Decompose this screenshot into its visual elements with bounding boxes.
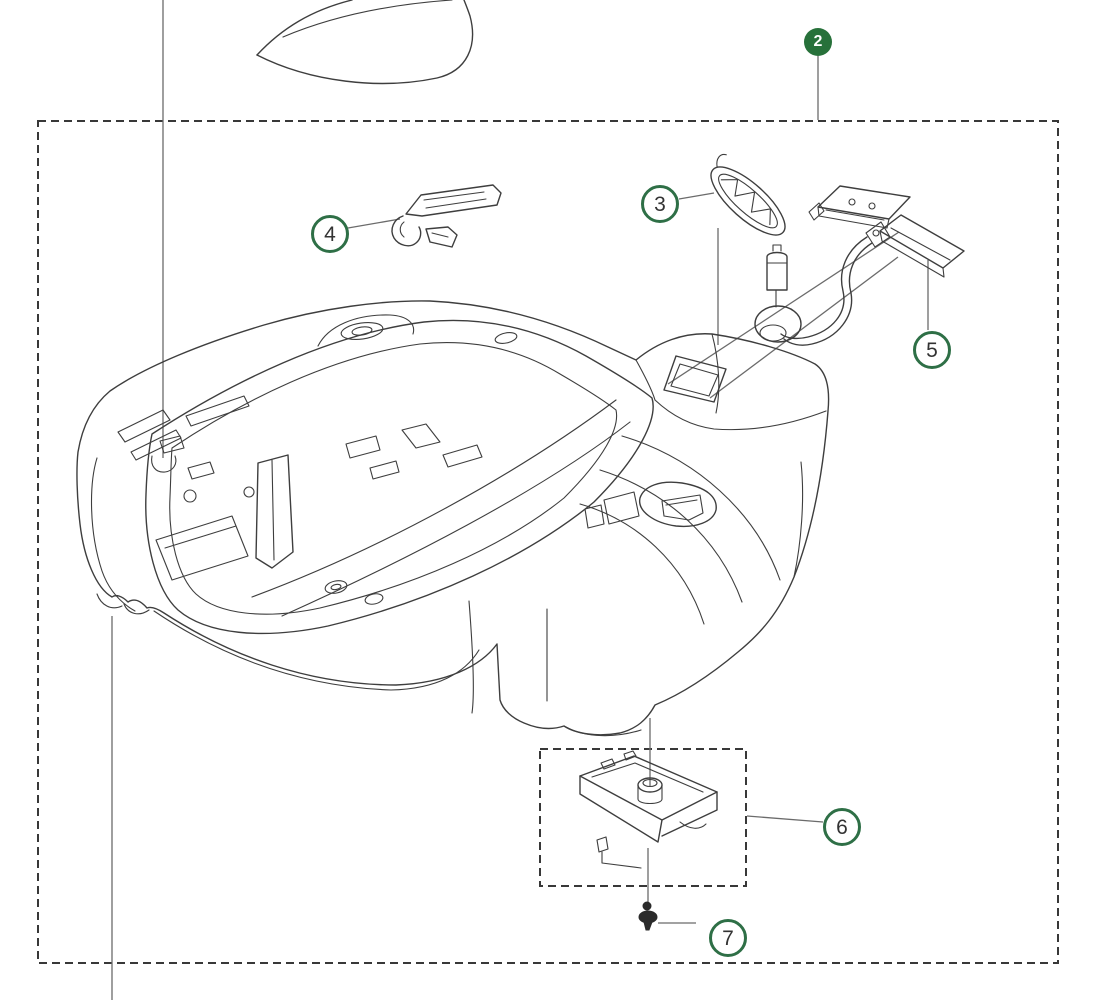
top-cover-fragment bbox=[256, 0, 474, 85]
leader-lines bbox=[111, 0, 929, 1000]
part-number-callout-3[interactable]: 3 bbox=[641, 185, 679, 223]
part-number-badge-2[interactable]: 2 bbox=[804, 28, 832, 56]
display-assembly-drawing bbox=[780, 185, 965, 346]
screw-part-drawing bbox=[638, 901, 658, 931]
plug-part-drawing bbox=[754, 244, 802, 343]
assembly-boundary-box bbox=[37, 120, 1059, 964]
clip-part-drawing bbox=[391, 184, 502, 248]
tray-part-drawing bbox=[579, 750, 718, 869]
subassembly-boundary-box bbox=[539, 748, 747, 887]
emblem-part-drawing bbox=[710, 153, 786, 236]
mower-chassis-drawing bbox=[76, 300, 830, 737]
part-number-callout-6[interactable]: 6 bbox=[823, 808, 861, 846]
part-number-callout-7[interactable]: 7 bbox=[709, 919, 747, 957]
part-number-callout-4[interactable]: 4 bbox=[311, 215, 349, 253]
part-number-callout-5[interactable]: 5 bbox=[913, 331, 951, 369]
